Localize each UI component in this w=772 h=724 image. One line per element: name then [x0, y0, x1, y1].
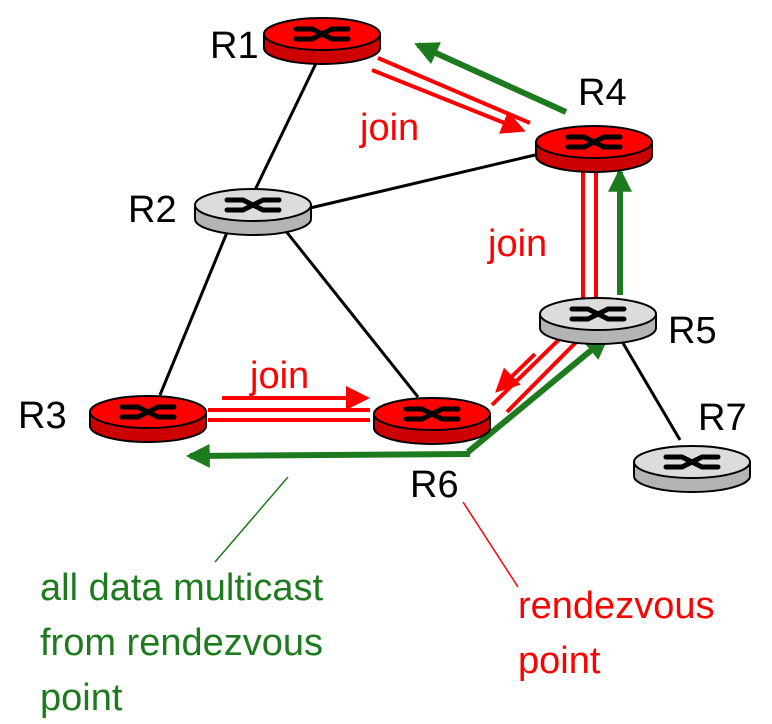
router-labels: R1 R2 R3 R4 R5 R6 R7: [18, 25, 747, 506]
join-label-r3-r6: join: [249, 355, 309, 397]
router-symbol-icon: [565, 134, 623, 150]
router-label-r5: R5: [668, 310, 717, 352]
data-arrow-r4-r1: [414, 42, 568, 115]
links-layer: [158, 54, 682, 441]
router-symbol-icon: [293, 26, 351, 42]
data-arrow-r6-r3: [185, 443, 471, 468]
router-r6: [373, 397, 491, 445]
link-r5-r7: [618, 337, 682, 441]
router-symbol-icon: [403, 406, 461, 422]
data-note-leader: [214, 476, 289, 563]
router-label-r1: R1: [210, 25, 259, 67]
router-r5: [539, 297, 657, 345]
router-label-r3: R3: [18, 395, 67, 437]
router-label-r4: R4: [578, 72, 627, 114]
rp-note-line-2: point: [518, 640, 601, 682]
router-r3: [89, 395, 207, 443]
data-note: all data multicast from rendezvous point: [40, 567, 323, 719]
join-arrow-to-r6: [495, 352, 537, 393]
router-r4: [535, 125, 653, 173]
router-symbol-icon: [119, 404, 177, 420]
router-r7: [633, 445, 751, 493]
router-label-r2: R2: [128, 189, 177, 231]
join-label-r1-r4: join: [359, 107, 419, 149]
data-note-line-3: point: [40, 677, 123, 719]
router-label-r6: R6: [410, 464, 459, 506]
data-arrow-r6-r5: [466, 335, 610, 455]
router-symbol-icon: [569, 306, 627, 322]
data-paths: [185, 42, 632, 468]
router-symbol-icon: [224, 197, 282, 213]
router-r2: [194, 188, 312, 236]
link-r2-r4: [309, 153, 536, 210]
join-label-r4-r5: join: [487, 223, 547, 265]
join-line-r1-r4-b: [371, 68, 526, 134]
routers-layer: [89, 17, 751, 493]
router-label-r7: R7: [698, 397, 747, 439]
data-note-line-1: all data multicast: [40, 567, 323, 609]
rp-note: rendezvous point: [518, 585, 714, 682]
link-r2-r3: [158, 229, 230, 396]
link-r2-r6: [283, 229, 420, 398]
rp-note-leader: [462, 501, 519, 588]
router-r1: [263, 17, 381, 65]
rp-note-line-1: rendezvous: [518, 585, 714, 627]
router-symbol-icon: [663, 454, 721, 470]
link-r1-r2: [253, 54, 322, 191]
data-note-line-2: from rendezvous: [40, 622, 323, 664]
